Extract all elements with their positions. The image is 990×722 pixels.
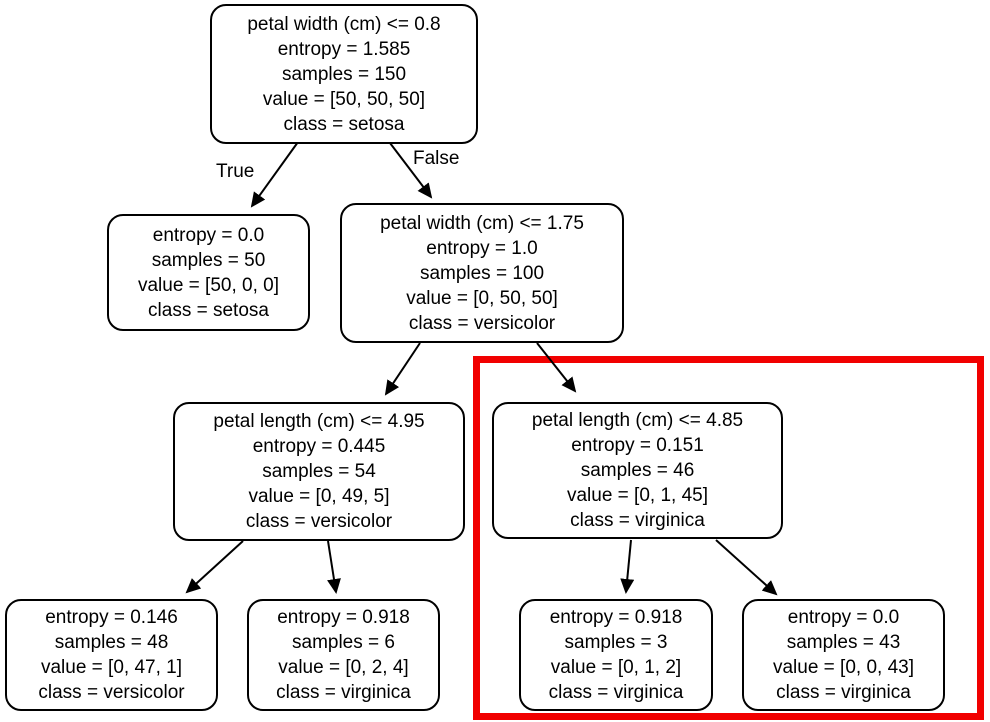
tree-node-leaf-versicolor-48: entropy = 0.146 samples = 48 value = [0,…: [5, 599, 218, 711]
node-condition: petal width (cm) <= 1.75: [380, 212, 584, 234]
node-value: value = [0, 47, 1]: [40, 657, 182, 678]
node-samples: samples = 100: [419, 262, 545, 284]
node-value: value = [0, 1, 2]: [550, 657, 682, 678]
node-entropy: entropy = 0.918: [549, 607, 683, 628]
node-entropy: entropy = 0.151: [571, 435, 704, 456]
node-entropy: entropy = 0.0: [152, 224, 265, 246]
node-entropy: entropy = 0.146: [45, 607, 178, 628]
node-value: value = [50, 50, 50]: [262, 88, 426, 110]
highlight-rectangle: [473, 356, 984, 720]
node-value: value = [0, 0, 43]: [772, 657, 914, 678]
node-value: value = [0, 49, 5]: [248, 486, 390, 507]
tree-node-root: petal width (cm) <= 0.8 entropy = 1.585 …: [210, 4, 478, 144]
node-value: value = [0, 2, 4]: [278, 657, 409, 678]
node-samples: samples = 54: [262, 461, 376, 482]
branch-label-false: False: [413, 148, 460, 169]
edge-petal-width-175-to-petal-length-495: [384, 342, 421, 396]
node-samples: samples = 43: [786, 632, 901, 653]
node-entropy: entropy = 1.0: [426, 237, 538, 259]
node-entropy: entropy = 0.0: [787, 607, 900, 628]
node-class: class = virginica: [276, 682, 411, 703]
node-value: value = [0, 50, 50]: [406, 287, 558, 309]
tree-node-petal-length-485: petal length (cm) <= 4.85 entropy = 0.15…: [492, 402, 783, 539]
tree-node-leaf-virginica-43: entropy = 0.0 samples = 43 value = [0, 0…: [742, 599, 945, 711]
node-samples: samples = 150: [281, 63, 407, 85]
node-samples: samples = 3: [564, 632, 668, 653]
edge-root-to-setosa-leaf: [250, 141, 299, 208]
node-class: class = virginica: [570, 510, 705, 531]
node-samples: samples = 46: [580, 460, 695, 481]
node-class: class = virginica: [776, 682, 911, 703]
branch-label-true: True: [216, 161, 255, 182]
node-class: class = versicolor: [408, 312, 556, 334]
node-class: class = versicolor: [38, 682, 185, 703]
node-entropy: entropy = 0.918: [277, 607, 410, 628]
node-class: class = virginica: [548, 682, 684, 703]
node-class: class = versicolor: [245, 511, 393, 532]
node-condition: petal length (cm) <= 4.95: [213, 411, 425, 432]
node-class: class = setosa: [283, 113, 405, 135]
node-samples: samples = 48: [54, 632, 169, 653]
node-entropy: entropy = 1.585: [277, 38, 411, 60]
node-entropy: entropy = 0.445: [252, 436, 386, 457]
tree-node-petal-width-175: petal width (cm) <= 1.75 entropy = 1.0 s…: [340, 203, 624, 343]
node-condition: petal length (cm) <= 4.85: [531, 410, 744, 431]
tree-node-leaf-virginica-3: entropy = 0.918 samples = 3 value = [0, …: [519, 599, 713, 711]
edge-petal-length-495-to-leaf-virginica-6: [327, 540, 341, 594]
tree-node-leaf-virginica-6: entropy = 0.918 samples = 6 value = [0, …: [247, 599, 440, 711]
tree-node-setosa-leaf: entropy = 0.0 samples = 50 value = [50, …: [107, 214, 310, 331]
edge-petal-length-495-to-leaf-versicolor-48: [185, 540, 244, 594]
node-value: value = [50, 0, 0]: [137, 274, 279, 296]
node-class: class = setosa: [148, 299, 269, 321]
node-condition: petal width (cm) <= 0.8: [247, 13, 441, 35]
node-samples: samples = 6: [292, 632, 395, 653]
tree-node-petal-length-495: petal length (cm) <= 4.95 entropy = 0.44…: [173, 402, 465, 541]
node-samples: samples = 50: [151, 249, 266, 271]
node-value: value = [0, 1, 45]: [566, 485, 708, 506]
